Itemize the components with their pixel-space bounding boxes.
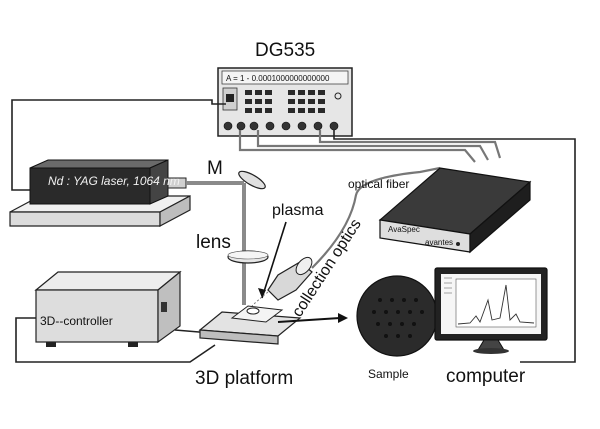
laser-label: Nd : YAG laser, 1064 nm bbox=[48, 174, 180, 188]
plasma-pointer bbox=[261, 221, 287, 299]
laser-beam bbox=[186, 181, 246, 305]
dg535-display bbox=[221, 70, 349, 85]
power-button[interactable] bbox=[226, 94, 234, 102]
lens-label: lens bbox=[196, 232, 231, 253]
focusing-lens bbox=[227, 250, 269, 264]
sample-label: Sample bbox=[368, 367, 409, 381]
sample-on-stage bbox=[246, 307, 260, 315]
controller-switch-icon bbox=[161, 302, 167, 312]
trigger-cables bbox=[11, 99, 505, 191]
dg535-label: DG535 bbox=[255, 40, 315, 61]
computer-monitor bbox=[434, 267, 548, 354]
collection-optics bbox=[251, 166, 441, 307]
dg535-display-text: A = 1 - 0.0001000000000000 bbox=[226, 74, 330, 83]
mirror-label: M bbox=[207, 158, 223, 179]
dg535-keypad-left bbox=[245, 90, 272, 113]
computer-label: computer bbox=[446, 366, 526, 387]
avaspec-spectrometer bbox=[378, 167, 532, 254]
3d-controller bbox=[34, 270, 182, 347]
dg535-bnc-connectors bbox=[223, 121, 339, 131]
controller-label: 3D--controller bbox=[40, 314, 113, 328]
3d-platform bbox=[198, 305, 302, 345]
sample-disk bbox=[356, 275, 438, 357]
optical-fiber-label: optical fiber bbox=[348, 177, 409, 191]
dg535-knob-icon bbox=[334, 92, 342, 100]
mirror bbox=[238, 170, 266, 190]
sample-arrow bbox=[277, 317, 341, 323]
spectrometer-computer-cable bbox=[505, 138, 576, 363]
controller-cable bbox=[15, 317, 216, 363]
spectrometer-logo: avantes bbox=[425, 238, 453, 247]
dg535-keypad-right bbox=[288, 90, 325, 113]
platform-label: 3D platform bbox=[195, 368, 293, 389]
dg535-delay-generator: A = 1 - 0.0001000000000000 bbox=[217, 67, 353, 137]
spectrometer-led-icon bbox=[456, 242, 460, 246]
plasma-label: plasma bbox=[272, 202, 324, 219]
spectrometer-brand: AvaSpec bbox=[388, 225, 420, 234]
nd-yag-laser bbox=[9, 159, 191, 227]
